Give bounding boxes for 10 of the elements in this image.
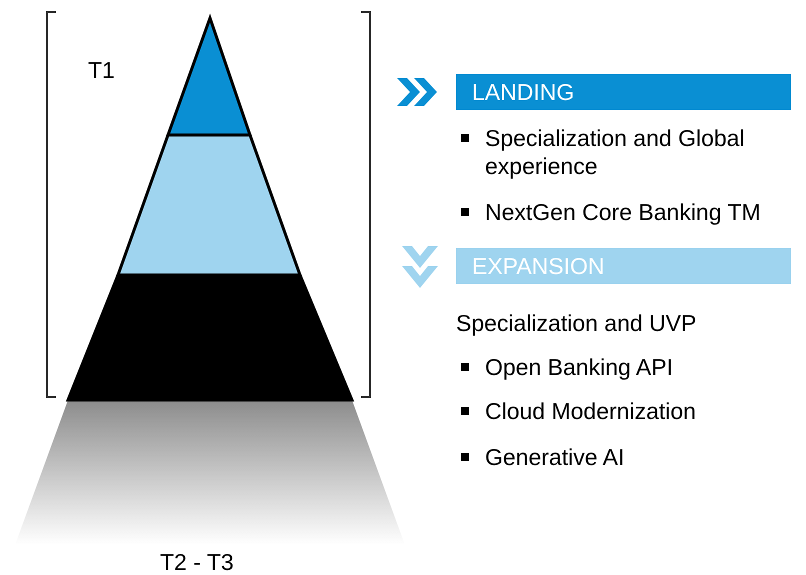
tier-label: T1 [88,56,116,84]
heading-band: LANDING [456,74,791,110]
subheading: Specialization and UVP [456,309,698,337]
bullet-text: Open Banking API [485,353,674,381]
bullet-text: NextGen Core Banking TM [485,198,762,226]
bullet-text: Specialization and Global experience [485,124,746,180]
bullet-text: Generative AI [485,443,626,471]
tier-label: T2 - T3 [160,548,235,575]
bullet-text: Cloud Modernization [485,397,697,425]
heading-band: EXPANSION [456,248,791,284]
